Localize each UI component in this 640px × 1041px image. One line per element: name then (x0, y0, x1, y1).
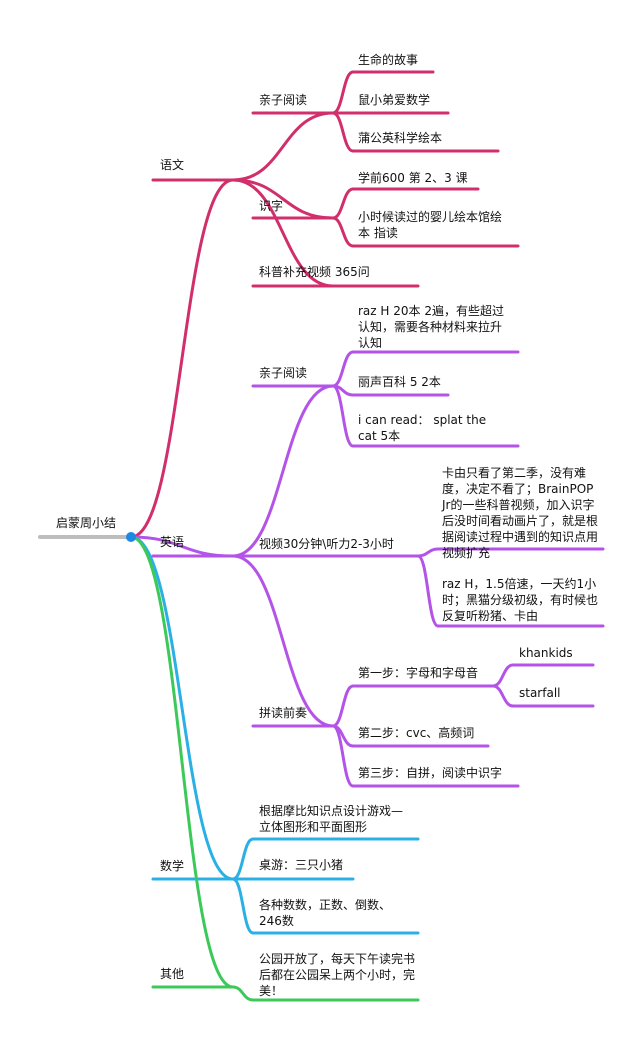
root-dot (126, 532, 136, 542)
link-step1-khankids (491, 663, 515, 688)
yingyu-qinzi-item-1[interactable]: raz H 20本 2遍，有些超过认知，需要各种材料来拉升认知 (358, 304, 504, 350)
link-yingyu-qinzi (231, 384, 335, 558)
link-yuwen-kepu (231, 178, 335, 288)
shuxue-item-3[interactable]: 各种数数，正数、倒数、246数 (259, 898, 392, 928)
yuwen-qinzi-item-2[interactable]: 鼠小弟爱数学 (358, 93, 431, 107)
yuwen-qinzi-item-3[interactable]: 蒲公英科学绘本 (358, 131, 443, 145)
link-yingyu-qinzi-1 (331, 350, 355, 388)
branch-yuwen[interactable]: 语文 (160, 158, 185, 172)
yingyu-qinzi[interactable]: 亲子阅读 (259, 366, 308, 380)
yingyu-shipin-item-2[interactable]: raz H，1.5倍速，一天约1小时；黑猫分级初级，有时候也反复听粉猪、卡由 (442, 577, 599, 623)
yingyu-qinzi-item-3[interactable]: i can read： splat the cat 5本 (358, 413, 487, 443)
pindu-step1[interactable]: 第一步：字母和字母音 (358, 666, 479, 680)
root-node[interactable]: 启蒙周小结 (56, 516, 117, 530)
yingyu-pindu[interactable]: 拼读前奏 (259, 706, 308, 720)
yuwen-shizi-item-2[interactable]: 小时候读过的婴儿绘本馆绘本 指读 (358, 210, 503, 240)
link-root-yuwen (129, 178, 235, 539)
link-pindu-step3 (331, 724, 355, 788)
link-shuxue-3 (231, 877, 255, 935)
branch-shuxue[interactable]: 数学 (160, 859, 185, 873)
link-root-shuxue (129, 535, 235, 881)
branch-qita[interactable]: 其他 (160, 967, 185, 981)
link-yingyu-shipin-1 (416, 547, 440, 558)
link-root-qita (129, 535, 235, 989)
yuwen-kepu[interactable]: 科普补充视频 365问 (259, 265, 370, 279)
yuwen-shizi[interactable]: 识字 (259, 199, 284, 213)
link-yingyu-qinzi-3 (331, 384, 355, 448)
pindu-step1-starfall[interactable]: starfall (519, 686, 561, 700)
link-yingyu-shipin-2 (416, 554, 440, 628)
yingyu-shipin[interactable]: 视频30分钟\听力2-3小时 (259, 537, 394, 551)
link-step1-starfall (491, 684, 515, 708)
link-yuwen-qinzi-3 (331, 111, 355, 153)
pindu-step1-khankids[interactable]: khankids (519, 646, 573, 660)
link-yuwen-shizi-1 (331, 187, 355, 220)
link-shuxue-1 (231, 837, 255, 881)
pindu-step3[interactable]: 第三步：自拼，阅读中识字 (358, 766, 503, 780)
yingyu-qinzi-item-2[interactable]: 丽声百科 5 2本 (358, 375, 441, 389)
link-qita-1 (231, 985, 255, 1002)
qita-item-1[interactable]: 公园开放了，每天下午读完书后都在公园呆上两个小时，完美！ (259, 952, 416, 998)
pindu-step2[interactable]: 第二步：cvc、高频词 (358, 726, 475, 740)
yuwen-qinzi[interactable]: 亲子阅读 (259, 93, 308, 107)
link-yuwen-qinzi (231, 111, 335, 182)
yingyu-shipin-item-1[interactable]: 卡由只看了第二季，没有难度，决定不看了；BrainPOP Jr的一些科普视频，加… (442, 466, 599, 560)
branch-yingyu[interactable]: 英语 (160, 535, 185, 549)
yuwen-shizi-item-1[interactable]: 学前600 第 2、3 课 (358, 171, 468, 185)
shuxue-item-1[interactable]: 根据摩比知识点设计游戏—立体图形和平面图形 (259, 804, 404, 834)
link-pindu-step1 (331, 684, 355, 728)
link-yuwen-shizi-2 (331, 216, 355, 248)
link-yuwen-qinzi-1 (331, 70, 355, 115)
link-yingyu-pindu (231, 554, 335, 728)
yuwen-qinzi-item-1[interactable]: 生命的故事 (358, 53, 419, 67)
shuxue-item-2[interactable]: 桌游：三只小猪 (259, 858, 344, 872)
